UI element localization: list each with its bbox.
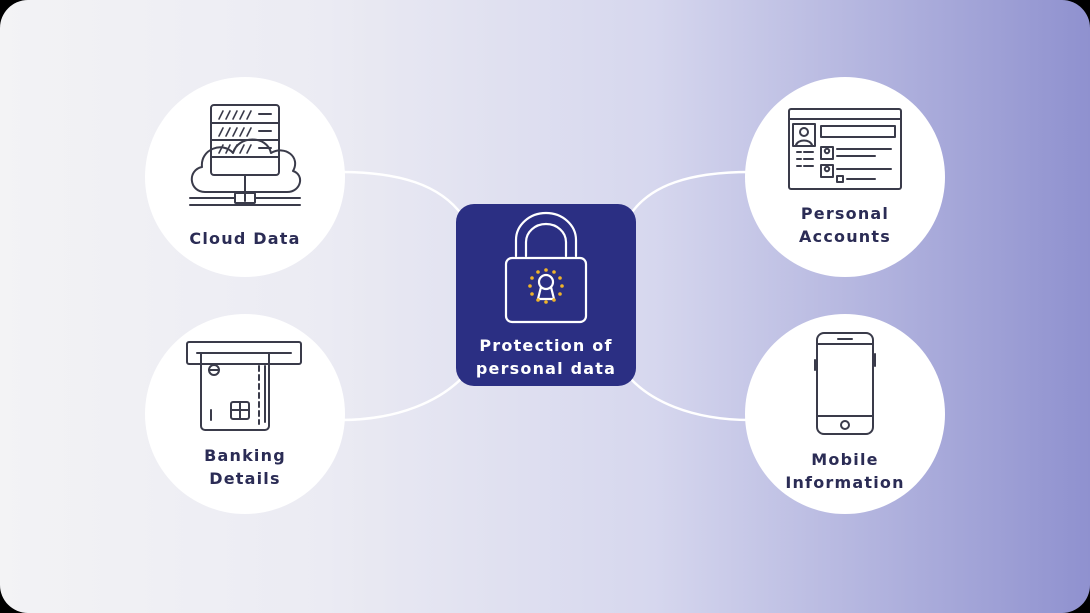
node-label: Personal Accounts bbox=[799, 204, 891, 246]
smartphone-icon bbox=[814, 332, 876, 435]
atm-card-icon bbox=[186, 341, 302, 431]
padlock-eu-stars-icon bbox=[504, 211, 588, 324]
node-personal-accounts: Personal Accounts bbox=[745, 77, 945, 277]
node-mobile-information: Mobile Information bbox=[745, 314, 945, 514]
node-banking-details: Banking Details bbox=[145, 314, 345, 514]
connector-accounts bbox=[628, 170, 751, 216]
browser-profile-icon bbox=[788, 108, 902, 190]
node-cloud-data: Cloud Data bbox=[145, 77, 345, 277]
connector-banking bbox=[339, 377, 463, 422]
hub-protection-personal-data: Protection of personal data bbox=[456, 204, 636, 386]
node-label: Banking Details bbox=[204, 446, 286, 488]
node-label: Cloud Data bbox=[189, 229, 301, 248]
node-label: Mobile Information bbox=[785, 450, 905, 492]
connector-mobile bbox=[629, 377, 751, 422]
cloud-server-icon bbox=[189, 104, 302, 206]
hub-label: Protection of personal data bbox=[475, 336, 617, 378]
connector-cloud bbox=[339, 170, 464, 216]
